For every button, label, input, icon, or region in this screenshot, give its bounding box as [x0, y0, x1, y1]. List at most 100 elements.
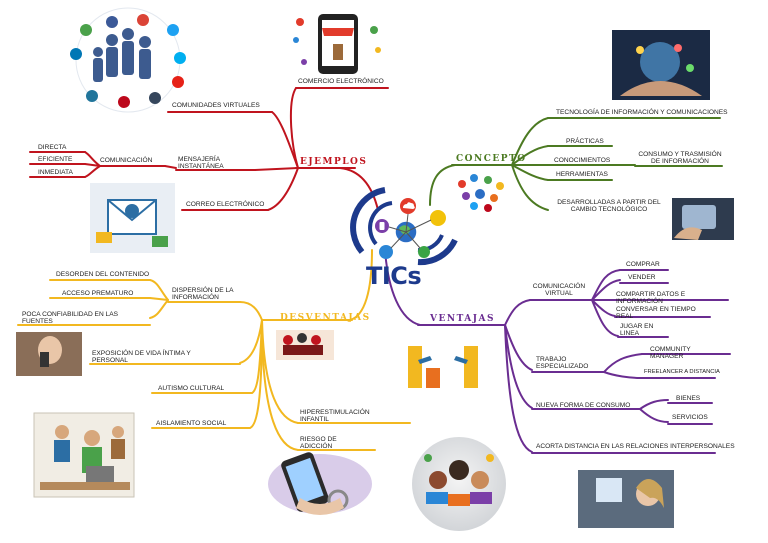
wordpress-icon: [86, 90, 98, 102]
awning-icon: [322, 28, 354, 36]
circle-bg: [412, 437, 506, 531]
email-node-icon: [379, 245, 393, 259]
at-sign-icon: [125, 204, 139, 218]
pinterest-icon: [118, 96, 130, 108]
ventajas-branch: [384, 249, 731, 454]
connector-concepto-practicas: [511, 145, 549, 166]
label-nueva: NUEVA FORMA DE CONSUMO: [536, 402, 631, 409]
chat-bubble-icon: [486, 454, 494, 462]
laptop-exchange-illustration: [408, 346, 478, 388]
ejemplos-branch: [29, 87, 389, 211]
label-consumo: CONSUMO Y TRASMISIÓN DE INFORMACIÓN: [638, 151, 722, 166]
store-door: [333, 44, 343, 60]
heading-ventajas: VENTAJAS: [430, 314, 495, 324]
laptop-icon: [448, 494, 470, 506]
connector-mensajeria-comunicacion: [164, 165, 177, 169]
chat-node-icon: [430, 210, 446, 226]
connector-cv-comprar: [591, 269, 621, 301]
cloud-glyph: [403, 202, 415, 209]
person-body: [111, 439, 125, 459]
tics-logo: [350, 187, 458, 266]
heading-desventajas: DESVENTAJAS: [280, 313, 371, 323]
hands-icon: [620, 81, 702, 96]
label-comercio: COMERCIO ELECTRÓNICO: [298, 78, 384, 85]
social-network-illustration: [70, 7, 186, 113]
person-icon: [471, 471, 489, 489]
person-icon: [55, 425, 69, 439]
label-directa: DIRECTA: [38, 144, 67, 151]
label-dispersion: DISPERSIÓN DE LA INFORMACIÓN: [172, 287, 234, 302]
connector-center-desventajas: [349, 249, 373, 321]
person-body: [106, 47, 118, 77]
label-jugar: JUGAR EN LINEA: [620, 323, 654, 338]
label-inmediata: INMEDIATA: [38, 169, 73, 176]
logo-link-4: [390, 231, 407, 249]
person-body: [139, 49, 151, 79]
connector-vent-trabajo: [504, 324, 533, 371]
glow: [640, 42, 680, 82]
laptop-right: [464, 346, 478, 388]
concept-icons-cluster: [458, 174, 504, 212]
icon-dot: [475, 189, 485, 199]
connector-dispersion-acceso: [149, 297, 169, 301]
connector-ejemplos-mensajeria: [254, 167, 299, 171]
person-body: [122, 41, 134, 75]
icon-dot: [686, 64, 694, 72]
logo-arc-left-outer: [350, 187, 386, 254]
connector-ejemplos-correo: [267, 167, 299, 211]
hands-tablet-illustration: [612, 30, 710, 100]
twitter-icon: [167, 24, 179, 36]
connector-concepto-desarrollados: [511, 164, 549, 211]
person-icon: [139, 36, 151, 48]
hand-icon: [418, 356, 432, 364]
label-poca: POCA CONFIABILIDAD EN LAS FUENTES: [22, 311, 119, 326]
connector-dispersion-poca: [149, 299, 169, 319]
hand-icon: [454, 356, 468, 364]
phone-icon: [40, 352, 49, 367]
person-body: [93, 58, 103, 82]
label-autismo: AUTISMO CULTURAL: [158, 385, 225, 392]
tablet-icon: [682, 205, 716, 229]
laptop-icon: [470, 492, 492, 504]
connector-nueva-bienes: [639, 399, 669, 410]
label-conversar: CONVERSAR EN TIEMPO REAL: [616, 306, 696, 321]
connector-cv-conversar: [591, 299, 616, 317]
music-node-icon: [418, 246, 430, 258]
connector-center-concepto: [429, 164, 456, 206]
person-icon: [93, 47, 103, 57]
label-vender: VENDER: [628, 274, 656, 281]
label-aislamiento: AISLAMIENTO SOCIAL: [156, 420, 227, 427]
connector-vent-nueva: [504, 324, 533, 409]
handcuffed-phone-illustration: [268, 452, 372, 515]
floating-icon: [296, 18, 304, 26]
connector-desv-exposicion: [239, 319, 263, 364]
label-freelancer: FREELANCER A DISTANCIA: [644, 369, 720, 375]
hand-icon: [296, 498, 344, 515]
center-title: TICs: [366, 262, 422, 290]
social-icon: [80, 24, 92, 36]
table: [40, 482, 130, 490]
globe-land: [399, 225, 411, 235]
person-body: [283, 345, 323, 355]
connector-desv-dispersion: [239, 301, 263, 321]
icon-dot: [484, 204, 492, 212]
logo-link-5: [405, 231, 421, 249]
connector-nueva-servicios: [639, 408, 669, 423]
label-riesgo: RIESGO DE ADICCIÓN: [300, 436, 337, 451]
hand-icon: [674, 227, 702, 240]
label-tecnologia: TECNOLOGÍA DE INFORMACIÓN Y COMUNICACION…: [556, 109, 728, 116]
heading-concepto: CONCEPTO: [456, 154, 527, 164]
logo-arc-left-inner: [368, 201, 393, 246]
logo-link-1: [405, 213, 409, 233]
people-computers-illustration: [412, 437, 506, 531]
person-icon: [122, 28, 134, 40]
concepto-branch: [429, 117, 723, 211]
label-comunidades: COMUNIDADES VIRTUALES: [172, 102, 260, 109]
connector-concepto-herramientas: [511, 164, 549, 181]
logo-link-3: [388, 226, 407, 233]
floating-icon: [301, 59, 307, 65]
floating-icon: [293, 37, 299, 43]
logo-link-2: [405, 219, 432, 233]
label-desorden: DESORDEN DEL CONTENIDO: [56, 271, 150, 278]
